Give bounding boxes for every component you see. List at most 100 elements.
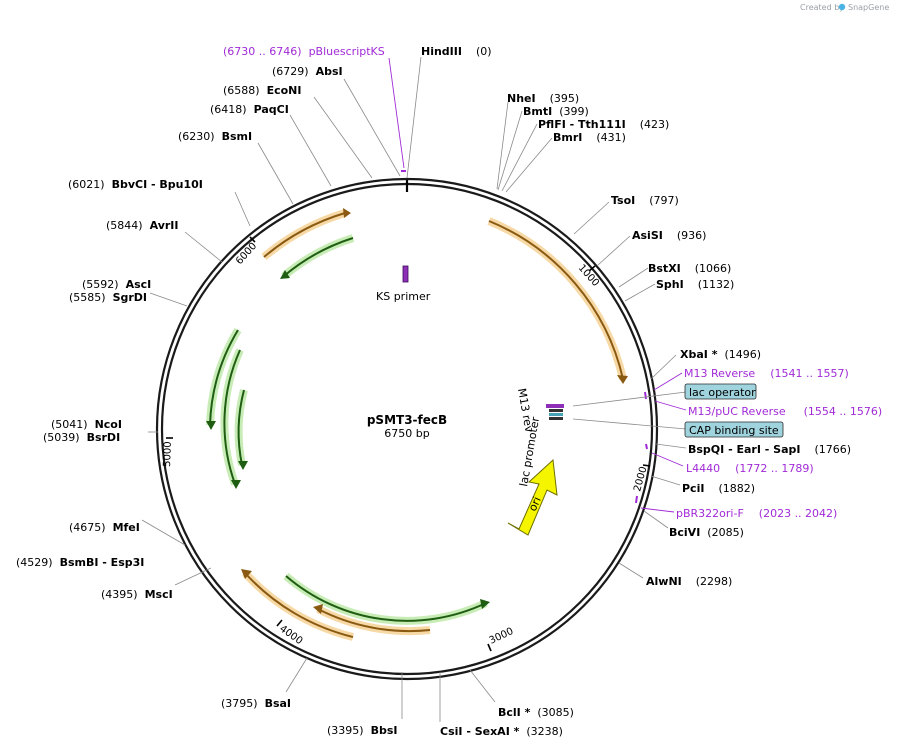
site-label-bbsi: (3395)BbsI	[327, 724, 397, 737]
ruler-label-5000: 5000	[162, 441, 174, 467]
primer-mark-m13-reverse	[644, 391, 647, 400]
credit-brand: SnapGene	[848, 3, 889, 12]
plasmid-name: pSMT3-fecB	[367, 413, 447, 427]
ruler-tick-2000	[642, 464, 651, 467]
site-label-msci: (4395)MscI	[101, 588, 173, 601]
primer-mark-l4440	[645, 443, 648, 450]
site-label-asci: (5592)AscI	[82, 278, 151, 291]
leader-lac-operator	[572, 391, 687, 407]
site-label-econi: (6588)EcoNI	[223, 84, 301, 97]
site-label-paqci: (6418)PaqCI	[210, 103, 289, 116]
feature-green-top-glow	[281, 234, 355, 280]
arrowhead-green-left-3	[238, 461, 248, 470]
ori-feature	[507, 458, 558, 536]
leader-bsmi	[257, 142, 294, 205]
site-label-bmri: BmrI(431)	[553, 131, 626, 144]
leader-bcivi	[643, 510, 669, 529]
arrowhead-orange-top-left	[343, 208, 351, 218]
site-label-xbai: XbaI *(1496)	[680, 348, 761, 361]
m13-rev-marker	[546, 404, 564, 408]
site-label-hindiii: HindIII(0)	[421, 45, 492, 58]
site-label-absi: (6729)AbsI	[272, 65, 343, 78]
site-label-pcii: PciI(1882)	[682, 482, 755, 495]
leader-bmti	[497, 110, 523, 191]
ks-primer-marker	[402, 265, 409, 283]
feature-orange-bottom-outer	[244, 572, 354, 638]
leader-alwni	[618, 562, 644, 579]
primer-mark-pbr322ori	[635, 495, 638, 504]
leader-paqci	[289, 114, 332, 187]
arrowhead-orange-right	[617, 375, 628, 384]
leader-mscI	[174, 567, 212, 586]
feature-orange-top-left	[263, 212, 346, 258]
leader-cap-site	[572, 418, 687, 430]
leader-mfei	[141, 519, 186, 546]
site-label-bmti: BmtI(399)	[523, 105, 589, 118]
site-label-bsai: (3795)BsaI	[221, 697, 291, 710]
feature-green-left-2	[223, 349, 241, 485]
cap-binding-site-label: CAP binding site	[689, 424, 779, 437]
leader-avrii	[184, 231, 223, 263]
feature-green-bottom	[285, 575, 487, 622]
feature-arcs	[206, 209, 627, 641]
site-label-bsrdi: (5039)BsrDI	[43, 431, 120, 444]
backbone-outer	[155, 177, 659, 681]
leader-asci	[149, 292, 188, 307]
site-label-avrii: (5844)AvrII	[106, 219, 178, 232]
leader-pbluescriptks	[388, 57, 405, 169]
leader-absi	[343, 78, 401, 177]
feature-orange-right-glow	[487, 217, 627, 380]
arrowhead-green-top	[280, 270, 290, 279]
feature-arrowheads	[206, 208, 628, 614]
ruler-tick-3000	[487, 643, 492, 652]
site-label-bcivi: BciVI(2085)	[669, 526, 744, 539]
site-label-tsoi: TsoI(797)	[611, 194, 679, 207]
arrowhead-orange-bottom-inner	[313, 604, 323, 614]
snapgene-logo-icon	[838, 3, 846, 11]
leader-xbai	[650, 354, 677, 380]
leader-bspqi	[655, 443, 687, 449]
lac-promoter-marker	[549, 417, 563, 420]
leader-tsoi	[573, 201, 610, 235]
leader-hindiii	[406, 56, 422, 179]
ruler-tick-4000	[276, 619, 283, 627]
ruler-label-3000: 3000	[488, 626, 516, 647]
ks-primer-label: KS primer	[376, 290, 431, 303]
leader-m13-reverse	[653, 372, 683, 391]
site-label-bcli: BclI *(3085)	[498, 706, 574, 719]
lac-operator-marker	[549, 409, 563, 412]
site-label-ncoi: (5041)NcoI	[51, 418, 122, 431]
arrowhead-green-bottom	[480, 599, 490, 609]
leader-bbvci	[234, 191, 251, 227]
leader-sphi	[624, 283, 656, 302]
ori-label: ori	[526, 495, 544, 513]
ruler-tick-1000	[588, 265, 596, 272]
site-label-asisi: AsiSI(936)	[632, 229, 706, 242]
ruler-tick-6000	[249, 236, 256, 243]
leader-bcli	[469, 669, 496, 703]
plasmid-length: 6750 bp	[384, 427, 429, 440]
leader-l4440	[651, 452, 684, 467]
leader-bmri	[505, 137, 553, 193]
site-label-bbvci: (6021)BbvCI - Bpu10I	[68, 178, 203, 191]
leader-bstxi	[618, 267, 649, 288]
site-label-sgrdi: (5585)SgrDI	[69, 291, 147, 304]
site-label-sphi: SphI(1132)	[656, 278, 734, 291]
primer-label-pbluescriptks: (6730 .. 6746)pBluescriptKS	[223, 45, 385, 58]
feature-green-left-1	[209, 329, 239, 426]
primer-label-pbr322ori-f: pBR322ori-F(2023 .. 2042)	[676, 507, 837, 520]
site-label-mfei: (4675)MfeI	[69, 521, 140, 534]
site-label-bsmbi: (4529)BsmBI - Esp3I	[16, 556, 144, 569]
lac-operator-label: lac operator	[689, 386, 756, 399]
feature-orange-right	[488, 220, 624, 380]
leader-asisi	[597, 235, 631, 266]
site-label-pflfi: PflFI - Tth111I(423)	[538, 118, 669, 131]
leader-pbr322ori	[640, 507, 675, 513]
arrowhead-orange-bottom-outer	[241, 569, 252, 579]
arrowhead-green-left-1	[206, 421, 216, 430]
leader-lines	[141, 56, 687, 722]
site-label-alwni: AlwNI(2298)	[646, 575, 732, 588]
feature-green-top	[283, 237, 354, 277]
primer-label-m13-reverse: M13 Reverse(1541 .. 1557)	[684, 367, 849, 380]
